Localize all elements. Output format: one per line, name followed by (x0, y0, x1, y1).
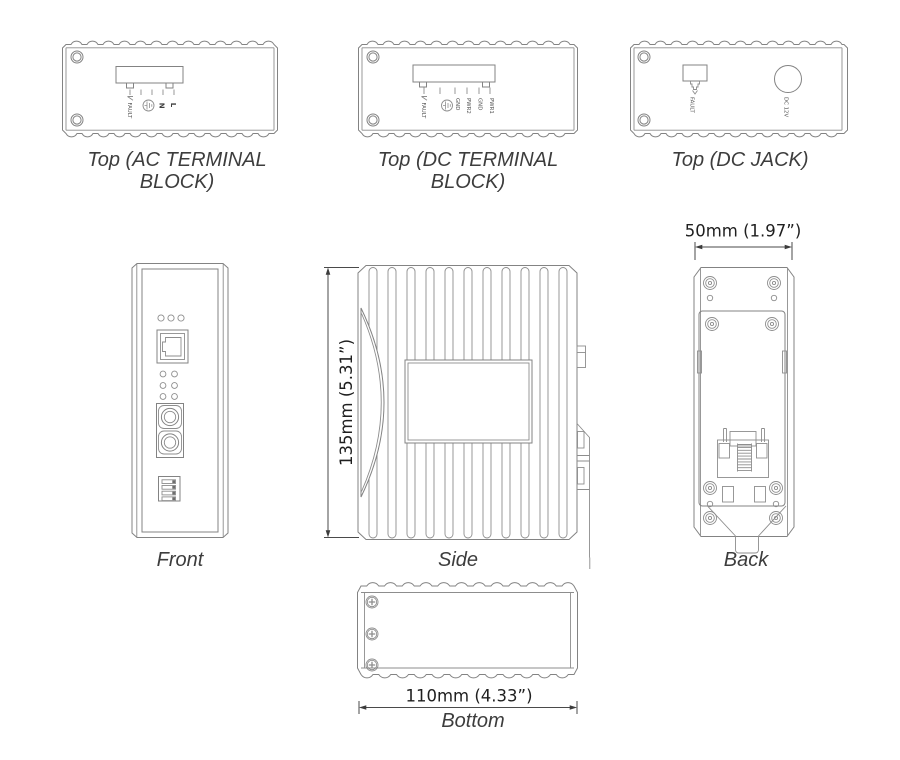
housing-screws-top (703, 276, 781, 302)
view-back: 50mm (1.97”) (685, 222, 802, 554)
label-gnd-b: GND (477, 98, 483, 110)
label-dc12v: DC 12V (783, 97, 789, 117)
din-rail-clip-profile (576, 345, 591, 569)
fin-band-lines (361, 47, 575, 131)
label-line: L (169, 103, 177, 108)
status-leds-grid (159, 370, 178, 400)
fault-relay-connector (682, 64, 708, 95)
relay-contact-icon (127, 96, 134, 101)
fin-band-lines (65, 47, 275, 131)
product-label-area (404, 359, 533, 444)
ground-symbol-icon (142, 99, 155, 112)
width-dimension-label: 50mm (1.97”) (685, 222, 802, 241)
fin-band-lines (633, 47, 843, 131)
caption-top-ac: Top (AC TERMINAL BLOCK) (87, 149, 267, 193)
height-dimension: 135mm (5.31”) (324, 267, 359, 538)
mounting-holes (637, 50, 651, 127)
caption-back: Back (723, 549, 769, 571)
dip-switch-block (158, 476, 181, 502)
spring-coils (737, 444, 752, 472)
bevel-lines (136, 264, 224, 537)
device-outline (357, 265, 578, 540)
dc-terminal-block (412, 64, 496, 94)
mounting-holes (366, 50, 380, 127)
device-outline (358, 40, 578, 138)
view-top-ac: FAULT N L (62, 40, 278, 138)
side-arc-recess (360, 307, 385, 498)
width-dimension-label: 110mm (4.33”) (405, 687, 532, 706)
view-bottom: 110mm (4.33”) (357, 582, 578, 714)
caption-top-dc: Top (DC TERMINAL BLOCK) (377, 149, 559, 193)
fin-band-lines (361, 592, 574, 669)
ac-terminal-block (115, 66, 184, 95)
width-dimension: 110mm (4.33”) (358, 687, 578, 714)
view-side: 135mm (5.31”) (324, 265, 591, 569)
label-fault: FAULT (126, 103, 132, 119)
device-outline (62, 40, 278, 138)
caption-side: Side (437, 549, 479, 571)
device-outline (693, 267, 795, 537)
dc-jack-hole (774, 65, 802, 93)
bevel-lines (700, 268, 788, 536)
din-clip-plate (697, 310, 787, 507)
device-outline (131, 263, 229, 538)
label-gnd-a: GND (454, 98, 460, 110)
mounting-holes (70, 50, 84, 127)
label-pwr2: PWR2 (465, 98, 471, 114)
housing-screws-bottom (703, 481, 783, 525)
view-top-jack: FAULT DC 12V (630, 40, 848, 138)
relay-contact-icon (421, 96, 428, 101)
device-outline (630, 40, 848, 138)
ground-symbol-icon (441, 99, 453, 112)
front-panel (141, 268, 219, 533)
label-fault: FAULT (420, 103, 426, 119)
view-top-dc: FAULT GND PWR2 GND PWR1 (358, 40, 578, 138)
fiber-connectors (156, 403, 184, 458)
caption-top-jack: Top (DC JACK) (671, 149, 809, 171)
caption-front: Front (156, 549, 204, 571)
label-pwr1: PWR1 (488, 98, 494, 114)
rj45-port (156, 329, 189, 364)
label-neutral: N (158, 103, 166, 109)
view-front (131, 263, 229, 538)
din-clip-spring-assembly (717, 428, 769, 503)
din-release-tab (707, 505, 787, 554)
status-leds-top (157, 314, 185, 322)
label-fault: FAULT (689, 97, 695, 113)
height-dimension-label: 135mm (5.31”) (337, 339, 356, 466)
bottom-screws (365, 595, 379, 672)
device-outline (357, 582, 578, 679)
width-dimension: 50mm (1.97”) (685, 222, 802, 260)
caption-bottom: Bottom (441, 710, 505, 732)
